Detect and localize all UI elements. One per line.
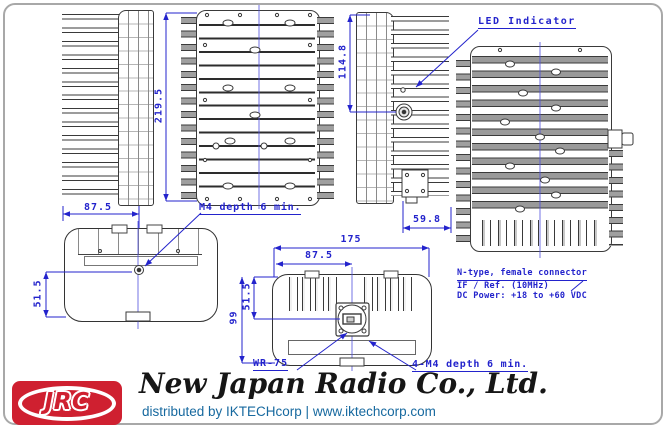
heatsink-body bbox=[356, 12, 394, 204]
connector-note: N-type, female connector IF / Ref. (10MH… bbox=[457, 268, 588, 302]
dim-total-width: 175 bbox=[340, 234, 362, 245]
dim-connector-height: 114.8 bbox=[337, 43, 349, 80]
fin-channels bbox=[199, 24, 315, 192]
m4-depth-label: M4 depth 6 min. bbox=[199, 202, 302, 215]
dim-overall-height: 219.5 bbox=[153, 87, 165, 124]
heatsink-body bbox=[118, 10, 154, 206]
jrc-logo-text: JRC bbox=[44, 389, 90, 415]
base-plate bbox=[288, 340, 416, 355]
mounting-ribs bbox=[482, 220, 598, 246]
if-ref-line: IF / Ref. (10MHz) bbox=[457, 280, 550, 291]
dim-hole-offset: 51.5 bbox=[32, 279, 44, 308]
dim-flange-offset: 59.8 bbox=[412, 214, 442, 225]
fin-tabs bbox=[317, 17, 334, 199]
fin-tabs bbox=[181, 17, 197, 199]
mounting-face bbox=[78, 229, 202, 255]
fin-ends bbox=[364, 277, 416, 311]
dc-power-line: DC Power: +18 to +60 VDC bbox=[457, 291, 588, 301]
dim-front-offset: 51.5 bbox=[241, 282, 253, 311]
wr75-label: WR-75 bbox=[253, 358, 289, 371]
fin-bars bbox=[472, 56, 608, 215]
face-lip bbox=[84, 256, 198, 266]
heatsink-fins bbox=[62, 14, 120, 202]
fin-tabs bbox=[609, 150, 623, 246]
dim-half-width: 87.5 bbox=[304, 250, 334, 261]
dim-total-depth: 99 bbox=[228, 310, 240, 325]
dim-side-width: 87.5 bbox=[83, 202, 113, 213]
distributor-line: distributed by IKTECHcorp | www.iktechco… bbox=[142, 404, 436, 419]
four-m4-depth-label: 4-M4 depth 6 min. bbox=[412, 359, 528, 372]
fin-ends bbox=[289, 277, 341, 311]
sheet-border bbox=[3, 3, 663, 425]
jrc-logo-ellipse: JRC bbox=[18, 385, 116, 421]
jrc-logo: JRC bbox=[12, 381, 122, 425]
company-name: New Japan Radio Co., Ltd. bbox=[139, 367, 548, 400]
fin-tabs bbox=[456, 60, 471, 246]
led-indicator-label: LED Indicator bbox=[478, 16, 576, 29]
n-type-line: N-type, female connector bbox=[457, 268, 588, 281]
heatsink-fins bbox=[391, 16, 449, 196]
